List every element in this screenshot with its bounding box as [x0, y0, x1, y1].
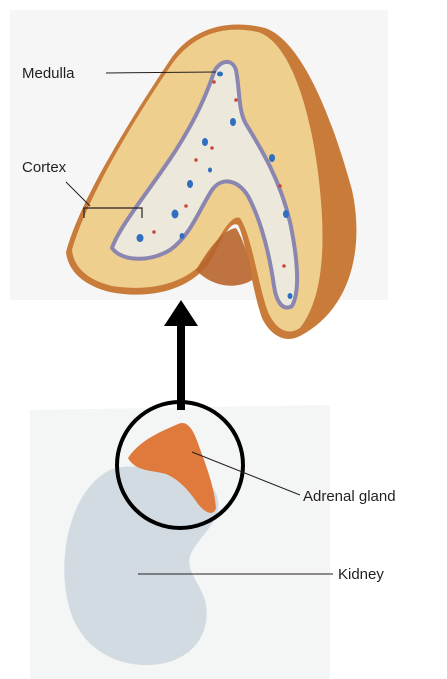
adrenal-gland-label: Adrenal gland — [303, 489, 396, 504]
cortex-label: Cortex — [22, 160, 66, 175]
up-arrow — [164, 300, 198, 410]
kidney-label: Kidney — [338, 567, 384, 582]
medulla-label: Medulla — [22, 66, 75, 81]
